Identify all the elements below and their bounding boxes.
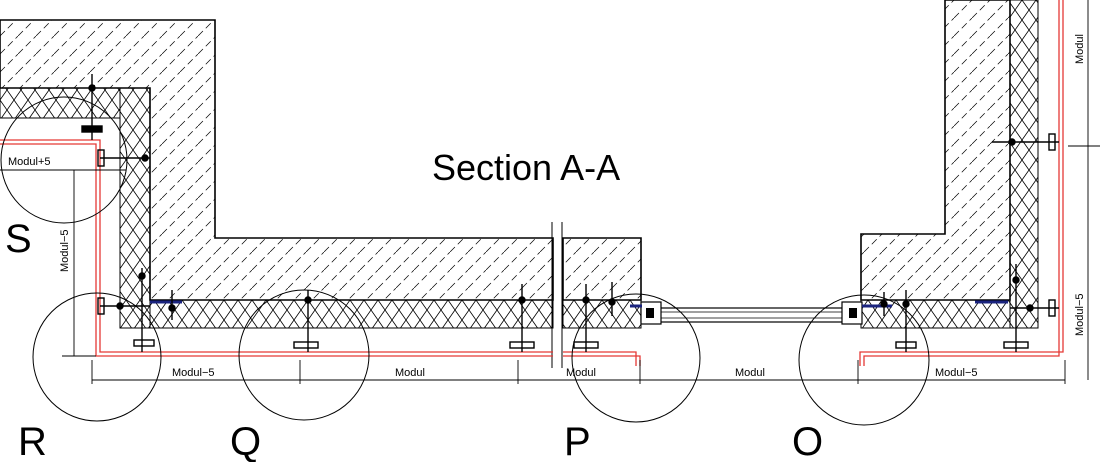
dim-bottom-1: Modul−5 <box>172 367 215 379</box>
dim-bottom-2: Modul <box>395 367 425 379</box>
insulation-bottom-middle <box>562 299 642 329</box>
bracket-p2 <box>608 282 616 316</box>
insulation-left-vertical <box>119 87 151 329</box>
detail-label-o: O <box>792 420 823 462</box>
window-unit <box>640 301 863 325</box>
bracket-top <box>81 74 103 140</box>
dim-right-bottom: Modul−5 <box>1074 293 1086 336</box>
bracket-right-top <box>992 133 1059 151</box>
bracket-left-2 <box>168 290 176 320</box>
detail-label-q: Q <box>230 420 261 462</box>
detail-circle-o <box>798 294 930 426</box>
bracket-r-horiz <box>133 268 155 352</box>
detail-label-s: S <box>5 217 32 261</box>
dim-right-top: Modul <box>1074 34 1086 64</box>
concrete-wall-right <box>860 0 1011 301</box>
bracket-o <box>880 290 917 352</box>
bracket-r-vert <box>97 297 150 315</box>
bracket-right-corner <box>1003 264 1059 352</box>
dim-left-vertical: Modul−5 <box>59 229 71 272</box>
cladding-panel-right <box>859 0 1064 366</box>
dim-bottom-4: Modul <box>735 367 765 379</box>
detail-label-r: R <box>18 420 47 462</box>
cladding-panel-middle <box>563 351 641 366</box>
detail-circle-r <box>32 292 162 422</box>
insulation-bottom-left <box>149 299 554 329</box>
dimension-lines <box>0 0 1100 384</box>
concrete-wall-middle <box>562 237 642 301</box>
anchor-brackets <box>81 74 1059 352</box>
bracket-q <box>293 290 319 352</box>
detail-label-p: P <box>564 420 591 462</box>
detail-circle-p <box>571 293 701 423</box>
bracket-near-break <box>509 284 535 352</box>
dim-bottom-3: Modul <box>566 367 596 379</box>
bracket-s <box>97 149 150 167</box>
insulation-right-vertical <box>1009 0 1039 329</box>
detail-circle-s <box>0 96 128 224</box>
dim-bottom-5: Modul−5 <box>935 367 978 379</box>
insulation-top-left <box>0 87 121 119</box>
section-title: Section A-A <box>432 147 620 188</box>
detail-circle-q <box>238 289 370 421</box>
dim-modul-plus-5: Modul+5 <box>8 156 51 168</box>
